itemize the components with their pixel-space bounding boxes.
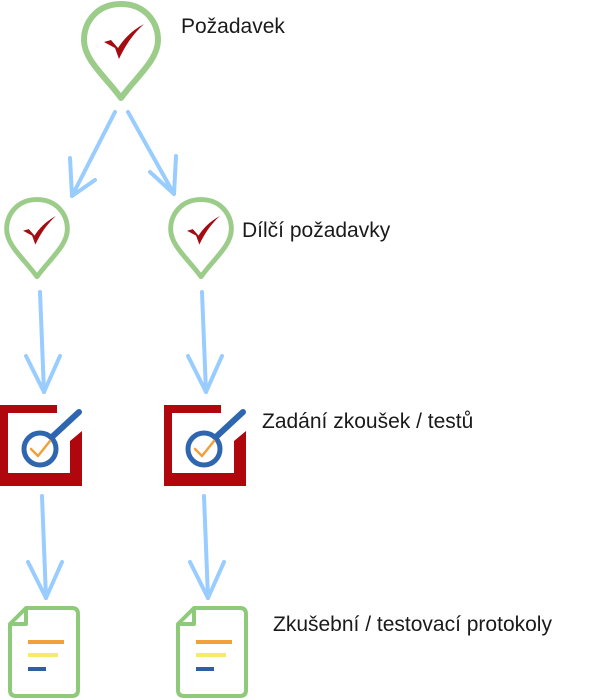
label-sub-requirements: Dílčí požadavky: [242, 219, 391, 242]
test-magnifier-icon: [0, 405, 82, 486]
arrow-test-to-doc-right: [202, 494, 210, 600]
arrow-req-to-sub-right: [126, 110, 176, 196]
document-icon: [176, 606, 248, 698]
document-icon: [8, 606, 80, 698]
arrowhead-req-to-sub-right: [148, 154, 178, 196]
test-magnifier-icon: [164, 405, 246, 486]
map-pin-check-icon: [84, 4, 158, 98]
label-test-specification: Zadání zkoušek / testů: [262, 410, 474, 433]
arrowhead-sub-to-test-left: [24, 354, 62, 394]
map-pin-check-icon: [7, 200, 68, 277]
arrow-test-to-doc-left: [40, 494, 48, 600]
arrow-sub-to-test-left: [38, 290, 46, 394]
arrowhead-test-to-doc-left: [26, 560, 64, 600]
label-requirement: Požadavek: [181, 15, 285, 38]
label-test-protocols: Zkušební / testovací protokoly: [273, 613, 552, 636]
arrowhead-req-to-sub-left: [68, 156, 97, 198]
arrowhead-test-to-doc-right: [188, 560, 226, 600]
map-pin-check-icon: [171, 200, 232, 277]
arrow-req-to-sub-left: [70, 110, 117, 198]
arrowhead-sub-to-test-right: [186, 354, 224, 394]
arrow-sub-to-test-right: [200, 290, 208, 394]
